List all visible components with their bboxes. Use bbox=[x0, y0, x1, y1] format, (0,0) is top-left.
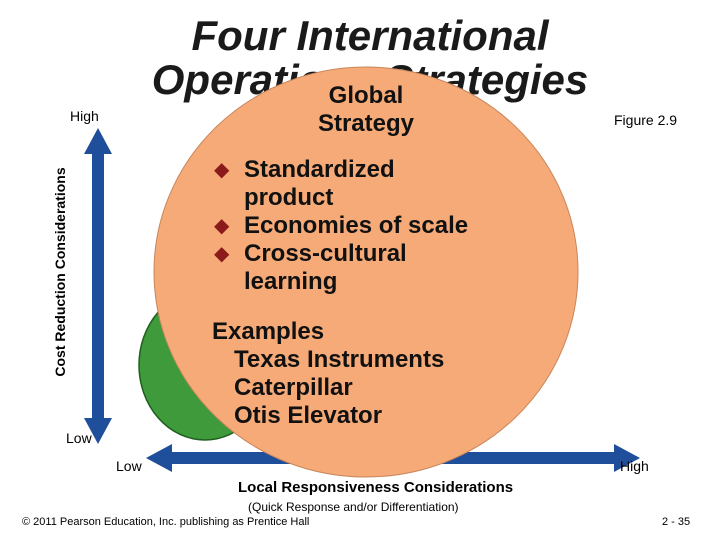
bullet-item: ◆ Standardized product bbox=[214, 156, 524, 212]
example-item: Caterpillar bbox=[234, 374, 353, 401]
callout-examples: Examples Texas Instruments Caterpillar O… bbox=[212, 318, 512, 430]
y-axis-arrow bbox=[84, 128, 112, 444]
callout-bullet-list: ◆ Standardized product ◆ Economies of sc… bbox=[214, 156, 524, 296]
page-number: 2 - 35 bbox=[662, 516, 691, 528]
diamond-bullet-icon: ◆ bbox=[214, 243, 230, 265]
bullet-item: ◆ Cross-cultural learning bbox=[214, 240, 524, 296]
example-item: Texas Instruments bbox=[234, 346, 445, 373]
bullet-text: Standardized product bbox=[244, 156, 395, 211]
copyright-text: © 2011 Pearson Education, Inc. publishin… bbox=[22, 516, 310, 528]
x-axis-low-label: Low bbox=[116, 458, 142, 474]
example-item: Otis Elevator bbox=[234, 402, 383, 429]
callout-title-line-2: Strategy bbox=[317, 110, 415, 137]
global-strategy-callout-circle bbox=[153, 66, 579, 478]
x-axis-label: Local Responsiveness Considerations bbox=[238, 479, 514, 496]
y-axis-high-label: High bbox=[70, 108, 99, 124]
bullet-text: Economies of scale bbox=[244, 212, 469, 239]
callout-title: Global Strategy bbox=[266, 82, 466, 138]
x-axis-sublabel: (Quick Response and/or Differentiation) bbox=[248, 500, 459, 514]
examples-heading: Examples bbox=[212, 318, 325, 345]
bullet-text: Cross-cultural learning bbox=[244, 240, 407, 295]
bullet-item: ◆ Economies of scale bbox=[214, 212, 524, 240]
y-axis-low-label: Low bbox=[66, 430, 92, 446]
x-axis-high-label: High bbox=[620, 458, 649, 474]
y-axis-label: Cost Reduction Considerations bbox=[52, 167, 68, 377]
figure-label: Figure 2.9 bbox=[614, 112, 678, 128]
diamond-bullet-icon: ◆ bbox=[214, 159, 230, 181]
callout-title-line-1: Global bbox=[328, 82, 404, 109]
diamond-bullet-icon: ◆ bbox=[214, 215, 230, 237]
